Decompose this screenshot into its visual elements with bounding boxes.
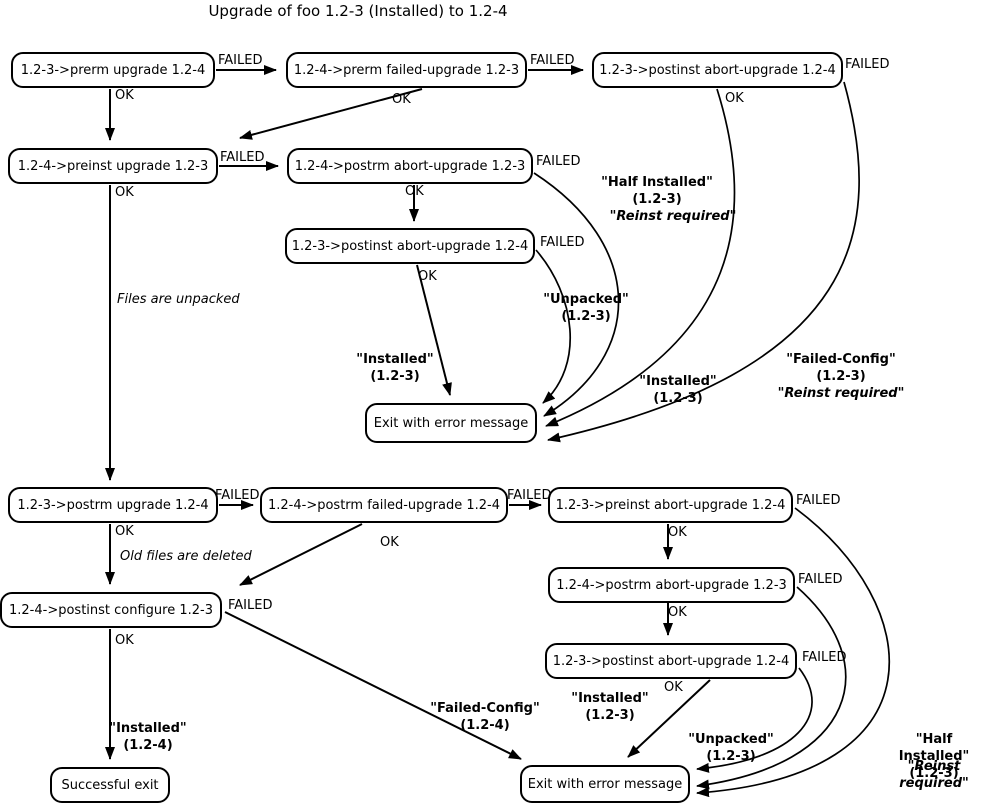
node-postrm-abort-upgrade-bottom: 1.2-4->postrm abort-upgrade 1.2-3: [548, 567, 795, 603]
edge-label-ok: OK: [115, 185, 134, 200]
edge-label-ok: OK: [668, 605, 687, 620]
curve-preinstabort-failed: [696, 507, 891, 798]
node-exit-error-top: Exit with error message: [365, 403, 537, 443]
state-installed-top-right: "Installed" (1.2-3): [639, 374, 717, 406]
state-unpacked-bottom: "Unpacked" (1.2-3): [688, 732, 774, 764]
edge-label-ok: OK: [392, 92, 411, 107]
state-installed-success: "Installed" (1.2-4): [109, 721, 187, 753]
state-failed-config-top: "Failed-Config" (1.2-3): [786, 352, 896, 384]
edge-label-failed: FAILED: [536, 154, 581, 169]
edge-label-ok: OK: [115, 524, 134, 539]
edge-label-failed: FAILED: [796, 493, 841, 508]
edge-label-ok: OK: [115, 88, 134, 103]
node-successful-exit: Successful exit: [50, 767, 170, 803]
state-installed-top-left: "Installed" (1.2-3): [356, 352, 434, 384]
curve-postrmaborttop-failed: [533, 172, 620, 417]
curve-postinstaborttop-ok: [545, 88, 736, 427]
state-half-installed-top: "Half Installed" (1.2-3): [601, 175, 713, 207]
edge-label-ok: OK: [668, 525, 687, 540]
curve-postrmabortbottom-failed: [696, 586, 847, 790]
edge-postinstabortmid-ok: [416, 264, 452, 396]
edge-postrmfailed-ok: [239, 523, 363, 586]
node-postrm-upgrade: 1.2-3->postrm upgrade 1.2-4: [8, 487, 218, 523]
edge-prermfailed-ok: [239, 88, 423, 140]
node-postinst-abort-upgrade-mid: 1.2-3->postinst abort-upgrade 1.2-4: [285, 228, 535, 264]
edge-label-failed: FAILED: [507, 488, 552, 503]
state-reinst-required-bottom: "Reinst required": [899, 759, 969, 791]
state-unpacked-top: "Unpacked" (1.2-3): [543, 292, 629, 324]
note-files-unpacked: Files are unpacked: [117, 292, 240, 307]
edge-label-ok: OK: [380, 535, 399, 550]
node-postinst-configure: 1.2-4->postinst configure 1.2-3: [0, 592, 222, 628]
edge-label-failed: FAILED: [218, 53, 263, 68]
diagram-title: Upgrade of foo 1.2-3 (Installed) to 1.2-…: [208, 2, 508, 20]
node-prerm-upgrade: 1.2-3->prerm upgrade 1.2-4: [11, 52, 215, 88]
edge-label-failed: FAILED: [215, 488, 260, 503]
edge-label-failed: FAILED: [220, 150, 265, 165]
edge-label-failed: FAILED: [540, 235, 585, 250]
node-postrm-failed-upgrade: 1.2-4->postrm failed-upgrade 1.2-4: [260, 487, 508, 523]
node-postinst-abort-upgrade-bottom: 1.2-3->postinst abort-upgrade 1.2-4: [545, 643, 797, 679]
edge-label-ok: OK: [664, 680, 683, 695]
node-preinst-upgrade: 1.2-4->preinst upgrade 1.2-3: [8, 148, 218, 184]
edge-label-ok: OK: [405, 184, 424, 199]
curve-postinstabortbottom-failed: [696, 667, 813, 773]
node-exit-error-bottom: Exit with error message: [520, 765, 690, 803]
edge-label-ok: OK: [418, 269, 437, 284]
edge-label-ok: OK: [725, 91, 744, 106]
state-failed-config-bottom: "Failed-Config" (1.2-4): [430, 701, 540, 733]
edge-label-failed: FAILED: [228, 598, 273, 613]
edge-postinstconfigure-failed: [224, 611, 522, 760]
state-half-installed-bottom: "Half Installed" (1.2-3): [898, 732, 970, 781]
node-prerm-failed-upgrade: 1.2-4->prerm failed-upgrade 1.2-3: [286, 52, 527, 88]
state-reinst-required-top2: "Reinst required": [777, 386, 905, 401]
node-postinst-abort-upgrade-top: 1.2-3->postinst abort-upgrade 1.2-4: [592, 52, 843, 88]
curve-postinstaborttop-failed: [547, 81, 860, 443]
edge-postinstabortbottom-ok: [627, 679, 711, 758]
edge-label-failed: FAILED: [798, 572, 843, 587]
state-reinst-required-top: "Reinst required": [609, 209, 737, 224]
edge-label-failed: FAILED: [845, 57, 890, 72]
edge-label-ok: OK: [115, 633, 134, 648]
curve-postinstabortmid-failed: [535, 249, 572, 404]
note-old-files-deleted: Old files are deleted: [120, 549, 252, 564]
node-postrm-abort-upgrade-top: 1.2-4->postrm abort-upgrade 1.2-3: [287, 148, 533, 184]
state-installed-bottom: "Installed" (1.2-3): [571, 691, 649, 723]
edge-label-failed: FAILED: [802, 650, 847, 665]
node-preinst-abort-upgrade: 1.2-3->preinst abort-upgrade 1.2-4: [548, 487, 793, 523]
edge-label-failed: FAILED: [530, 53, 575, 68]
